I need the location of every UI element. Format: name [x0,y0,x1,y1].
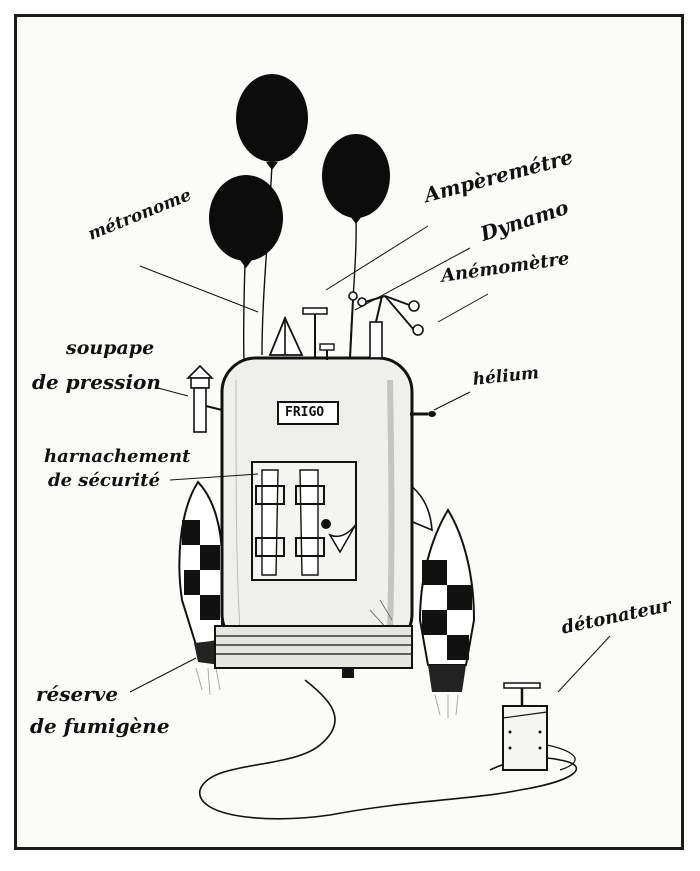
balloon-left [209,175,283,268]
balloon-top [236,74,308,170]
frigo-plate [277,401,339,425]
rocket-right [418,508,476,718]
balloon-string-1 [261,161,273,356]
label-soupape-line1: soupape [66,337,155,359]
detonator [502,682,576,771]
pressure-valve [186,364,223,433]
pointer-anemometre [437,293,489,323]
pointer-reserve [129,657,197,693]
top-instruments [268,291,424,360]
label-soupape-line2: de pression [32,370,161,394]
label-harnachement-line2: de sécurité [48,470,161,491]
pointer-amperemetre [325,225,429,291]
frigo-plate-text: FRIGO [285,405,325,420]
fridge-base [214,625,413,678]
safety-harness [251,461,357,581]
label-reserve-line2: de fumigène [30,714,170,738]
pointer-harnachement [169,473,259,481]
pointer-detonateur [557,635,611,693]
balloon-right [322,134,390,224]
balloon-string-2 [242,261,246,361]
pointer-dynamo [354,247,471,311]
label-harnachement-line1: harnachement [44,446,191,467]
pointer-soupape [157,387,189,397]
pointer-metronome [139,265,259,313]
pointer-helium [433,391,471,411]
label-reserve-line1: réserve [36,682,119,706]
smoke-trail [199,679,578,820]
helium-nozzle [410,411,436,417]
